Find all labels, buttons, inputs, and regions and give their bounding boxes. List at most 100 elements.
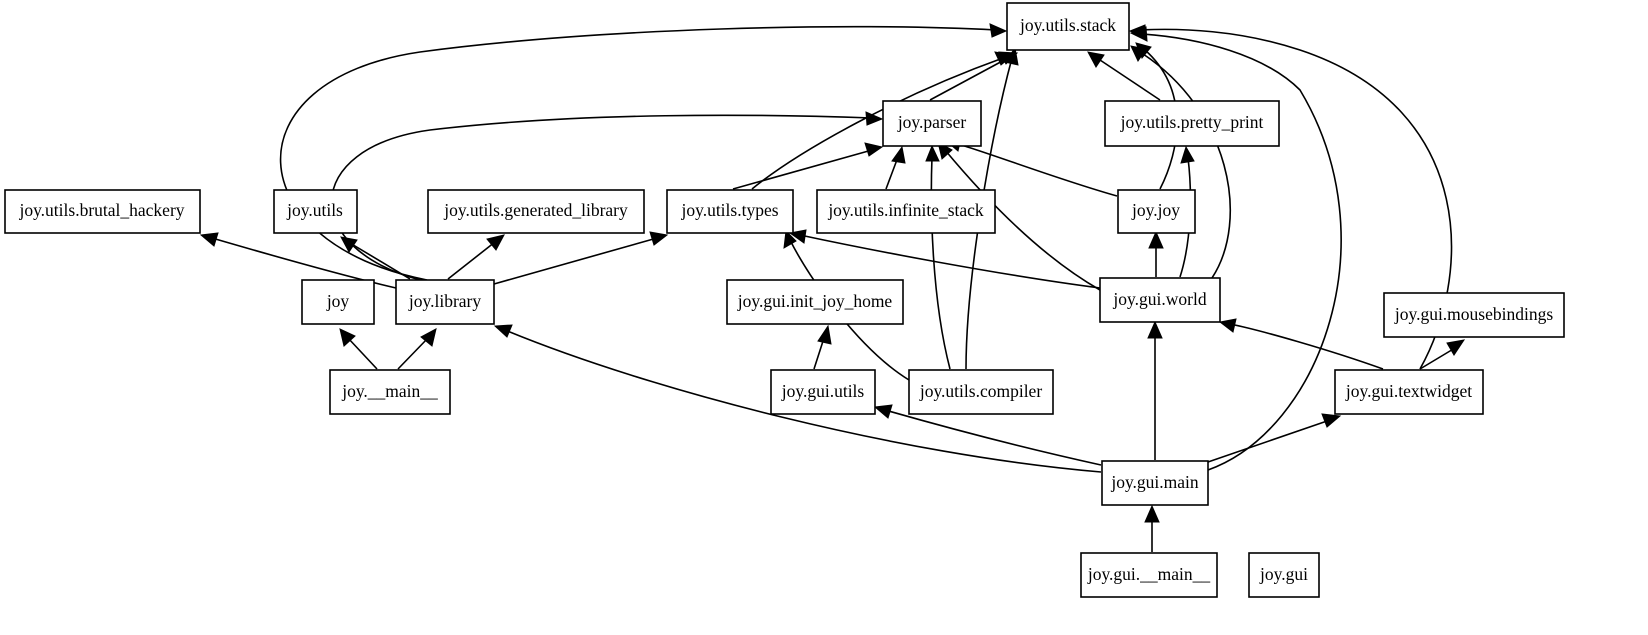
- node-box-joy.utils.infinite_stack[interactable]: [816, 189, 996, 234]
- node-joy.utils.infinite_stack[interactable]: joy.utils.infinite_stack: [816, 189, 996, 234]
- node-box-joy.gui.init_joy_home[interactable]: [726, 279, 904, 325]
- arrowhead-joy.utils.pretty_print-to-joy.utils.stack: [1087, 51, 1105, 68]
- edge-joy.utils.types-to-joy.utils.stack: [751, 57, 1004, 190]
- node-box-joy.gui.utils[interactable]: [770, 369, 876, 415]
- node-joy.utils.stack[interactable]: joy.utils.stack: [1006, 2, 1130, 51]
- node-joy.utils.brutal_hackery[interactable]: joy.utils.brutal_hackery: [4, 189, 201, 234]
- node-box-joy.gui[interactable]: [1248, 552, 1320, 598]
- edge-joy.gui.utils-to-joy.gui.init_joy_home: [813, 337, 825, 370]
- node-joy.utils.pretty_print[interactable]: joy.utils.pretty_print: [1104, 100, 1280, 147]
- node-joy.gui.init_joy_home[interactable]: joy.gui.init_joy_home: [726, 279, 904, 325]
- arrowhead-joy.__main__-to-joy.library: [420, 328, 437, 347]
- node-joy.gui.world[interactable]: joy.gui.world: [1099, 277, 1221, 323]
- edge-joy.gui.main-to-joy.gui.utils: [884, 409, 1102, 466]
- node-box-joy.gui.mousebindings[interactable]: [1383, 292, 1565, 338]
- node-box-joy.utils[interactable]: [273, 189, 358, 234]
- node-label-joy.utils.types: joy.utils.types: [680, 200, 778, 220]
- arrowhead-joy.library-to-joy.utils.types: [649, 231, 669, 246]
- node-box-joy.parser[interactable]: [882, 100, 982, 147]
- node-joy.parser[interactable]: joy.parser: [882, 100, 982, 147]
- node-label-joy.utils.generated_library: joy.utils.generated_library: [443, 200, 628, 220]
- arrowhead-joy.library-to-joy.utils.brutal_hackery: [199, 232, 219, 247]
- edge-joy.gui.main-to-joy.gui.textwidget: [1207, 419, 1331, 463]
- node-box-joy[interactable]: [301, 279, 375, 325]
- node-joy.__main__[interactable]: joy.__main__: [329, 369, 451, 415]
- node-box-joy.utils.brutal_hackery[interactable]: [4, 189, 201, 234]
- node-joy.library[interactable]: joy.library: [395, 279, 495, 325]
- node-label-joy.gui.utils: joy.gui.utils: [781, 381, 865, 401]
- edge-joy.utils.compiler-to-joy.parser: [930, 156, 951, 370]
- arrowhead-joy.gui.main-to-joy.gui.world: [1147, 320, 1163, 339]
- node-label-joy.utils: joy.utils: [286, 200, 343, 220]
- node-label-joy.__main__: joy.__main__: [341, 381, 438, 401]
- arrowhead-joy.gui.textwidget-to-joy.gui.world: [1218, 318, 1237, 333]
- arrowhead-joy.gui.main-to-joy.utils.stack: [1129, 26, 1148, 42]
- node-joy.gui.mousebindings[interactable]: joy.gui.mousebindings: [1383, 292, 1565, 338]
- arrowhead-joy.gui.world-to-joy.utils.types: [788, 229, 807, 244]
- node-label-joy.parser: joy.parser: [897, 112, 967, 132]
- node-box-joy.utils.stack[interactable]: [1006, 2, 1130, 51]
- node-label-joy.utils.stack: joy.utils.stack: [1019, 15, 1116, 35]
- arrowhead-joy.__main__-to-joy: [339, 328, 356, 347]
- node-label-joy.utils.compiler: joy.utils.compiler: [919, 381, 1042, 401]
- node-box-joy.gui.__main__[interactable]: [1080, 552, 1218, 598]
- edge-joy.library-to-joy.utils.types: [493, 237, 658, 285]
- edge-joy.library-to-joy.utils.stack: [279, 25, 997, 281]
- arrowhead-joy.gui.textwidget-to-joy.gui.mousebindings: [1446, 339, 1466, 356]
- node-label-joy.library: joy.library: [408, 291, 481, 311]
- node-joy.gui[interactable]: joy.gui: [1248, 552, 1320, 598]
- node-label-joy.gui.world: joy.gui.world: [1112, 289, 1206, 309]
- node-joy.joy[interactable]: joy.joy: [1117, 189, 1196, 234]
- node-box-joy.utils.pretty_print[interactable]: [1104, 100, 1280, 147]
- node-label-joy.utils.pretty_print: joy.utils.pretty_print: [1120, 112, 1264, 132]
- edge-joy.utils.pretty_print-to-joy.utils.stack: [1096, 57, 1161, 101]
- node-label-joy.gui.main: joy.gui.main: [1110, 472, 1199, 492]
- node-box-joy.gui.textwidget[interactable]: [1334, 369, 1484, 415]
- node-joy.utils.compiler[interactable]: joy.utils.compiler: [908, 369, 1054, 415]
- edge-joy.gui.textwidget-to-joy.gui.mousebindings: [1419, 347, 1456, 370]
- arrowhead-joy.gui.world-to-joy.utils.pretty_print: [1180, 145, 1195, 164]
- node-joy.gui.__main__[interactable]: joy.gui.__main__: [1080, 552, 1218, 598]
- node-joy[interactable]: joy: [301, 279, 375, 325]
- edge-joy.gui.world-to-joy.utils.types: [799, 234, 1101, 289]
- node-box-joy.utils.types[interactable]: [666, 189, 794, 234]
- node-box-joy.__main__[interactable]: [329, 369, 451, 415]
- arrowhead-joy.library-to-joy.utils.generated_library: [486, 234, 505, 251]
- edge-joy.gui.world-to-joy.parser: [944, 149, 1101, 291]
- arrowhead-joy.utils.compiler-to-joy.utils.types: [783, 229, 797, 249]
- node-box-joy.gui.world[interactable]: [1099, 277, 1221, 323]
- node-joy.gui.textwidget[interactable]: joy.gui.textwidget: [1334, 369, 1484, 415]
- node-joy.gui.main[interactable]: joy.gui.main: [1101, 460, 1209, 506]
- node-joy.utils.types[interactable]: joy.utils.types: [666, 189, 794, 234]
- node-label-joy.gui: joy.gui: [1259, 564, 1308, 584]
- edge-joy.library-to-joy.utils: [349, 242, 411, 280]
- node-box-joy.gui.main[interactable]: [1101, 460, 1209, 506]
- edge-joy.utils.infinite_stack-to-joy.parser: [885, 156, 899, 190]
- edge-joy.library-to-joy.utils.generated_library: [447, 241, 496, 280]
- node-joy.utils[interactable]: joy.utils: [273, 189, 358, 234]
- node-label-joy.gui.init_joy_home: joy.gui.init_joy_home: [737, 291, 893, 311]
- edge-joy.library-to-joy.utils.brutal_hackery: [211, 237, 397, 289]
- node-box-joy.library[interactable]: [395, 279, 495, 325]
- node-label-joy.joy: joy.joy: [1131, 200, 1180, 220]
- edge-joy.utils.types-to-joy.parser: [732, 149, 873, 190]
- arrowhead-joy.gui.main-to-joy.gui.utils: [873, 404, 893, 419]
- node-box-joy.utils.generated_library[interactable]: [427, 189, 645, 234]
- edge-joy.gui.textwidget-to-joy.utils.stack: [1139, 28, 1453, 370]
- arrowhead-joy.gui.world-to-joy.joy: [1148, 230, 1164, 249]
- node-box-joy.joy[interactable]: [1117, 189, 1196, 234]
- arrowhead-joy.library-to-joy.utils.stack: [989, 23, 1008, 38]
- node-layer: joy.utils.stack joy.parser joy.utils.pre…: [4, 2, 1565, 598]
- arrowhead-joy.gui.world-to-joy.utils.stack: [1130, 45, 1147, 63]
- arrowhead-joy.utils.compiler-to-joy.parser: [925, 144, 940, 162]
- arrowhead-joy.gui.utils-to-joy.gui.init_joy_home: [817, 324, 832, 345]
- node-joy.utils.generated_library[interactable]: joy.utils.generated_library: [427, 189, 645, 234]
- node-label-joy: joy: [326, 291, 350, 311]
- node-joy.gui.utils[interactable]: joy.gui.utils: [770, 369, 876, 415]
- arrowhead-joy.gui.__main__-to-joy.gui.main: [1144, 504, 1160, 523]
- edge-joy.__main__-to-joy: [347, 337, 378, 370]
- node-box-joy.utils.compiler[interactable]: [908, 369, 1054, 415]
- node-label-joy.gui.textwidget: joy.gui.textwidget: [1345, 381, 1472, 401]
